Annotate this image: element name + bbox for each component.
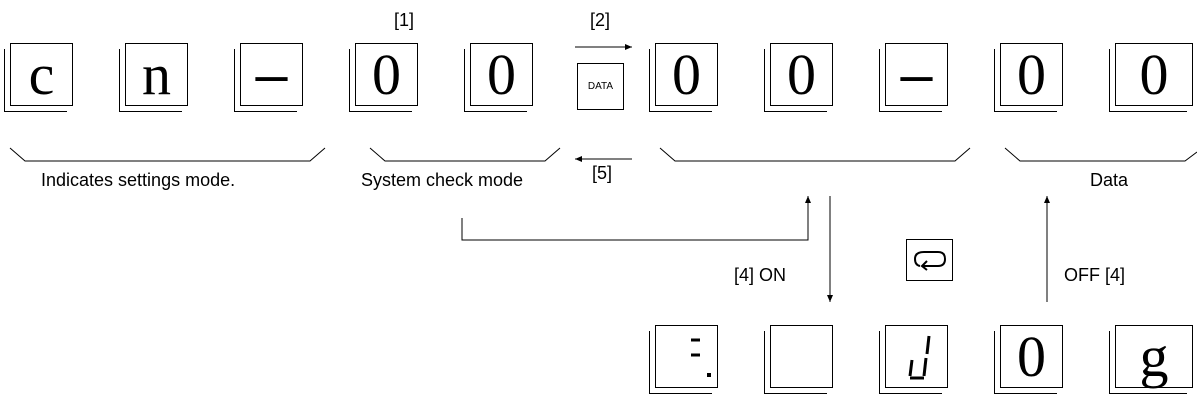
step1-label: [1] xyxy=(394,10,415,30)
display-cell-bottom-3 xyxy=(885,325,948,388)
display-cell-dash: – xyxy=(240,43,303,106)
bracket-data xyxy=(1004,147,1197,162)
display-char: 0 xyxy=(1017,41,1046,107)
display-cell-data-0b: 0 xyxy=(1115,43,1193,106)
display-cell-mode-dash: – xyxy=(885,43,948,106)
display-char: 0 xyxy=(372,41,401,107)
seven-seg-glyph-icon xyxy=(691,338,711,377)
display-cell-n: n xyxy=(125,43,188,106)
off-step-label: OFF [4] xyxy=(1064,265,1126,285)
data-key[interactable]: DATA xyxy=(577,63,624,110)
display-cell-mode-0b: 0 xyxy=(770,43,833,106)
display-char: 0 xyxy=(787,41,816,107)
on-step-label: [4] ON xyxy=(734,265,787,285)
display-char xyxy=(773,328,830,385)
display-char: c xyxy=(28,41,55,107)
display-cell-system-0a: 0 xyxy=(355,43,418,106)
display-cell-system-0b: 0 xyxy=(470,43,533,106)
settings-mode-label: Indicates settings mode. xyxy=(41,170,236,190)
system-check-mode-label: System check mode xyxy=(361,170,524,190)
display-char: 0 xyxy=(1139,41,1169,107)
step2-label: [2] xyxy=(590,10,611,30)
display-cell-data-0a: 0 xyxy=(1000,43,1063,106)
display-cell-bottom-5: g xyxy=(1115,325,1193,388)
display-char: n xyxy=(142,41,171,107)
display-cell-bottom-1 xyxy=(655,325,718,388)
display-cell-c: c xyxy=(10,43,73,106)
loop-arrow-icon xyxy=(913,251,946,271)
step5-label: [5] xyxy=(592,163,613,183)
display-cell-bottom-2 xyxy=(770,325,833,388)
display-char: 0 xyxy=(672,41,701,107)
display-cell-mode-0a: 0 xyxy=(655,43,718,106)
display-char: 0 xyxy=(487,41,516,107)
bracket-mode xyxy=(659,147,971,162)
data-label: Data xyxy=(1090,170,1129,190)
display-char: – xyxy=(900,41,933,107)
return-path xyxy=(461,196,811,241)
display-char: g xyxy=(1139,323,1169,389)
display-char: – xyxy=(255,41,288,107)
display-cell-bottom-4: 0 xyxy=(1000,325,1063,388)
bracket-system-check xyxy=(369,147,561,162)
bracket-settings xyxy=(9,147,326,162)
display-char: 0 xyxy=(1017,323,1046,389)
seven-seg-u-glyph-icon xyxy=(908,335,931,380)
data-key-label: DATA xyxy=(587,81,614,92)
toggle-key[interactable] xyxy=(906,239,953,281)
